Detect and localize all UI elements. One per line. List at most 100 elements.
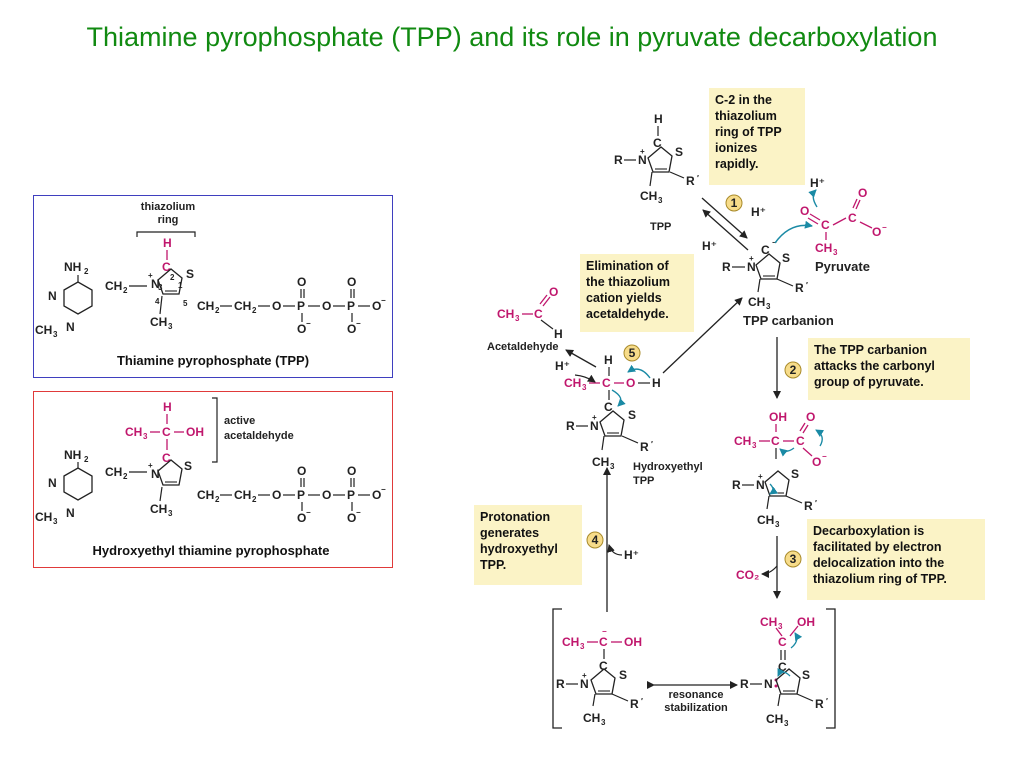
svg-text:NH: NH (64, 260, 81, 274)
svg-text:′: ′ (697, 174, 699, 183)
svg-text:N: N (580, 677, 589, 691)
svg-text:H: H (604, 353, 613, 367)
svg-text:O: O (297, 511, 306, 525)
svg-text:TPP carbanion: TPP carbanion (743, 313, 834, 328)
svg-text:N: N (756, 478, 765, 492)
svg-text:CH: CH (562, 635, 579, 649)
svg-text:3: 3 (580, 642, 585, 651)
svg-text:3: 3 (143, 432, 148, 441)
svg-text:3: 3 (168, 509, 173, 518)
hetpp-structure-frame (33, 391, 393, 568)
tpp-structure: thiazolium ring H C N + 3 2 S 1 4 5 CH3 … (35, 201, 386, 368)
svg-text:H: H (652, 376, 661, 390)
svg-text:′: ′ (806, 281, 808, 290)
svg-text:−: − (602, 627, 607, 636)
svg-text:R: R (740, 677, 749, 691)
svg-text:CH: CH (760, 615, 777, 629)
note-c2-ionizes: C-2 in the thiazolium ring of TPP ionize… (709, 88, 805, 185)
note-elimination: Elimination of the thiazolium cation yie… (580, 254, 694, 332)
svg-text:3: 3 (752, 441, 757, 450)
svg-text:2: 2 (252, 306, 257, 315)
svg-text:acetaldehyde: acetaldehyde (224, 430, 294, 442)
svg-text:N: N (48, 476, 57, 490)
svg-text:CH: CH (815, 241, 832, 255)
svg-text:CH: CH (592, 455, 609, 469)
svg-text:C: C (162, 260, 171, 274)
svg-text:H⁺: H⁺ (702, 239, 717, 253)
svg-text:O: O (372, 299, 381, 313)
svg-text:TPP: TPP (633, 475, 654, 487)
svg-text:N: N (590, 419, 599, 433)
svg-text:O: O (872, 225, 881, 239)
svg-text:O: O (372, 488, 381, 502)
svg-text:P: P (347, 488, 355, 502)
svg-text:O: O (347, 511, 356, 525)
svg-text:2: 2 (252, 495, 257, 504)
svg-text:C: C (653, 136, 662, 150)
svg-text:S: S (628, 408, 636, 422)
svg-text:CH: CH (234, 299, 251, 313)
svg-text:R: R (630, 697, 639, 711)
svg-text:CH: CH (734, 434, 751, 448)
svg-text:2: 2 (790, 363, 797, 377)
svg-text:2: 2 (123, 472, 128, 481)
svg-text:2: 2 (170, 273, 175, 282)
svg-text:N: N (764, 677, 773, 691)
svg-text:O: O (322, 488, 331, 502)
svg-text:N: N (151, 277, 160, 291)
svg-text:OH: OH (624, 635, 642, 649)
svg-text:P: P (347, 299, 355, 313)
svg-text:3: 3 (766, 302, 771, 311)
svg-text:R: R (556, 677, 565, 691)
svg-text:O: O (347, 464, 356, 478)
svg-text:5: 5 (183, 299, 188, 308)
svg-text:R: R (732, 478, 741, 492)
svg-text:′: ′ (826, 697, 828, 706)
svg-text:OH: OH (769, 410, 787, 424)
svg-text:NH: NH (64, 448, 81, 462)
svg-text:OH: OH (186, 425, 204, 439)
svg-text:C: C (848, 211, 857, 225)
svg-text:O: O (806, 410, 815, 424)
svg-text:CH: CH (125, 425, 142, 439)
svg-text:C: C (602, 376, 611, 390)
svg-text:O: O (549, 285, 558, 299)
svg-text:C: C (761, 243, 770, 257)
svg-text:R: R (815, 697, 824, 711)
svg-text:H: H (554, 327, 563, 341)
svg-text:CH: CH (150, 502, 167, 516)
svg-text:H: H (654, 112, 663, 126)
svg-text:C: C (162, 425, 171, 439)
svg-text:P: P (297, 299, 305, 313)
svg-text:O: O (272, 299, 281, 313)
svg-text:2: 2 (215, 306, 220, 315)
svg-text:O: O (322, 299, 331, 313)
svg-text:Hydroxyethyl: Hydroxyethyl (633, 461, 703, 473)
svg-text:+: + (758, 472, 763, 481)
svg-text:′: ′ (641, 697, 643, 706)
svg-text:N: N (66, 320, 75, 334)
svg-text:CH: CH (757, 513, 774, 527)
svg-text:R: R (722, 260, 731, 274)
svg-text:H: H (163, 400, 172, 414)
svg-text:1: 1 (731, 196, 738, 210)
svg-text:3: 3 (582, 383, 587, 392)
svg-text:S: S (184, 459, 192, 473)
svg-text:H: H (163, 236, 172, 250)
svg-text:Pyruvate: Pyruvate (815, 259, 870, 274)
svg-text:R: R (614, 153, 623, 167)
svg-text:P: P (297, 488, 305, 502)
svg-text:O: O (297, 322, 306, 336)
svg-text:N: N (66, 506, 75, 520)
svg-text:R: R (795, 281, 804, 295)
svg-text:O: O (347, 322, 356, 336)
svg-text:S: S (675, 145, 683, 159)
svg-text:C: C (599, 659, 608, 673)
svg-text:CH: CH (748, 295, 765, 309)
